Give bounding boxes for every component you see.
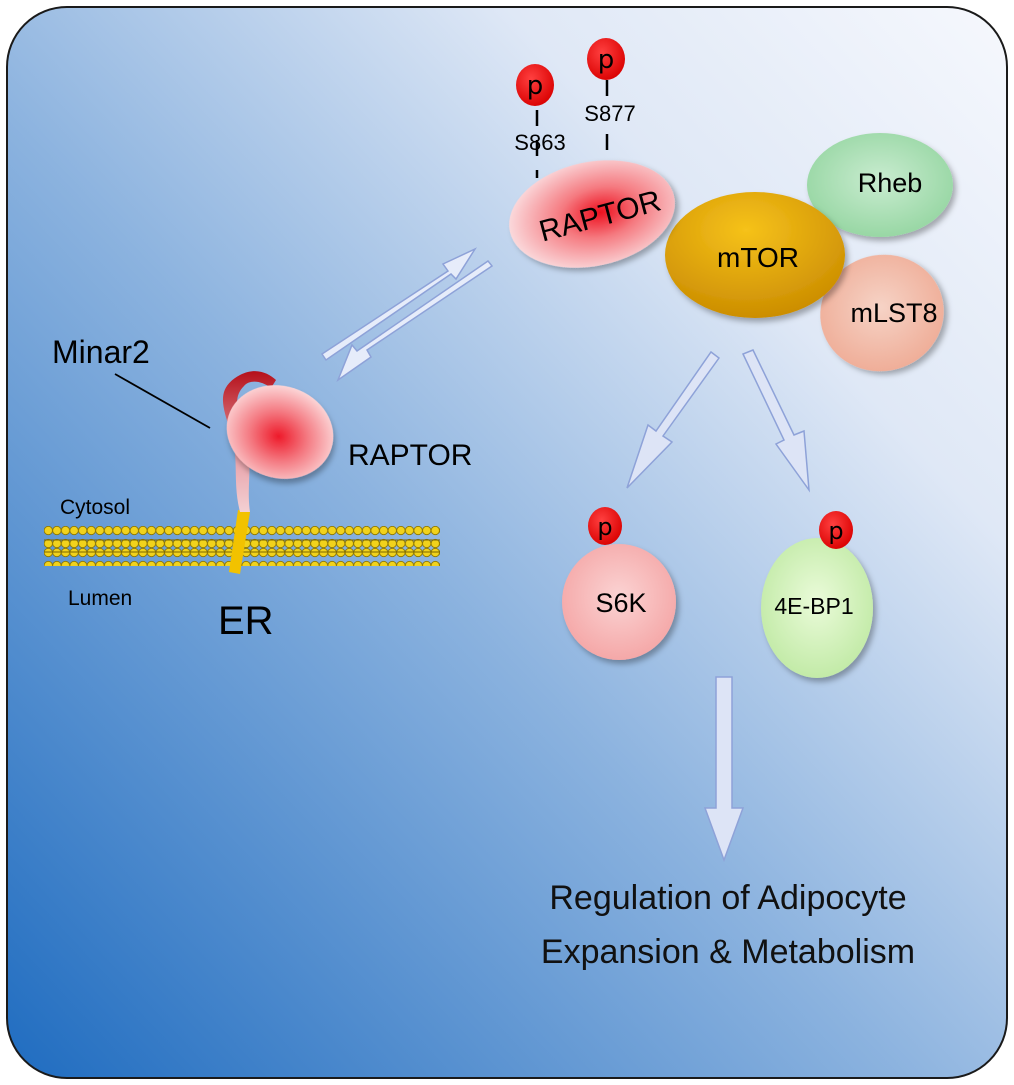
translocation-arrows xyxy=(320,247,494,383)
mtorc1-complex: p p S863 S877 Rheb mLST8 mTOR RAPTOR xyxy=(509,38,953,372)
mlst8-label: mLST8 xyxy=(850,298,937,328)
mtor-protein xyxy=(665,192,845,318)
cytosol-label: Cytosol xyxy=(60,496,130,519)
downstream-targets: S6K p 4E-BP1 p xyxy=(562,507,873,678)
lumen-label: Lumen xyxy=(68,587,132,610)
mtor-label: mTOR xyxy=(717,242,799,273)
outcome-line-1: Regulation of Adipocyte xyxy=(549,879,906,917)
rheb-protein xyxy=(807,133,953,237)
phospho-marker-s877 xyxy=(587,38,625,80)
arrow-to-s6k xyxy=(626,350,721,489)
mlst8-protein xyxy=(820,254,944,372)
s6k-protein xyxy=(562,544,676,660)
s6k-label: S6K xyxy=(595,588,646,618)
arrow-to-4ebp1 xyxy=(741,349,810,493)
er-label: ER xyxy=(218,599,274,643)
phospho-label-4ebp1: p xyxy=(828,517,843,545)
arrow-to-membrane xyxy=(336,259,494,383)
arrow-to-outcome xyxy=(703,676,745,863)
outcome-text: Regulation of Adipocyte Expansion & Meta… xyxy=(541,879,915,971)
raptor-protein-complex xyxy=(509,160,675,268)
4ebp1-label: 4E-BP1 xyxy=(774,593,853,619)
minar2-transmembrane-segment xyxy=(229,510,250,574)
rheb-label: Rheb xyxy=(858,168,923,198)
minar2-leader-line xyxy=(114,373,211,429)
arrow-to-complex xyxy=(320,247,478,362)
site-label-s877: S877 xyxy=(584,101,635,126)
minar2-label: Minar2 xyxy=(52,334,150,370)
phospho-label-s877: p xyxy=(598,45,615,75)
phospho-marker-s6k xyxy=(588,507,622,545)
raptor-label-membrane: RAPTOR xyxy=(348,439,472,472)
phospho-marker-s863 xyxy=(516,64,554,106)
site-label-s863: S863 xyxy=(514,130,565,155)
4ebp1-protein xyxy=(761,538,873,678)
phospho-label-s6k: p xyxy=(597,513,612,541)
er-membrane-region: Minar2 Cytosol Lumen ER RAPTOR xyxy=(44,334,472,643)
downstream-arrows xyxy=(626,349,810,863)
phospho-marker-4ebp1 xyxy=(819,511,853,549)
raptor-protein-membrane xyxy=(226,385,334,479)
outcome-line-2: Expansion & Metabolism xyxy=(541,933,915,971)
phospho-label-s863: p xyxy=(527,71,544,101)
